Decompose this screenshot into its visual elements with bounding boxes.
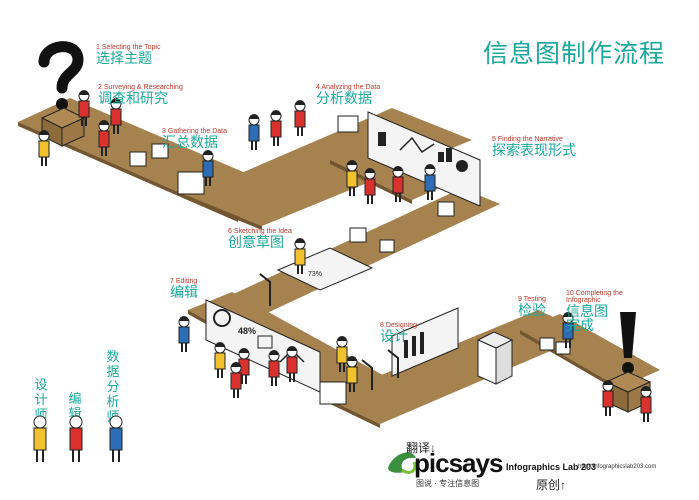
step-en: Testing [523,296,546,303]
step-1-label: 1 Selecting the Topic 选择主题 [96,44,161,66]
step-cn: 创意草图 [228,235,284,251]
person-figure [286,346,298,382]
step-3-label: 3 Gathering the Data 汇总数据 [162,128,227,150]
person-figure [248,114,260,150]
person-figure [202,150,214,186]
step-cn: 汇总数据 [162,135,218,151]
step-number: 10 [566,290,574,297]
floor-segment-6 [326,310,590,424]
server-rack [476,331,514,385]
step-cn: 调查和研究 [98,91,168,107]
step-number: 1 [96,44,100,51]
picsays-brand: picsays [414,448,503,478]
person-figure [214,342,226,378]
analysis-board [367,111,481,207]
person-figure [38,130,50,166]
step-6-label: 6 Sketching the Idea 创意草图 [228,228,292,250]
box-icon [40,107,86,147]
person-figure [562,312,574,348]
step-cn: 信息图完成 [566,304,608,334]
step-number: 9 [518,296,522,303]
person-figure [392,166,404,202]
legend-figure-designer [33,415,47,462]
design-board [391,307,459,377]
person-figure [294,100,306,136]
step-number: 6 [228,228,232,235]
person-figure [346,356,358,392]
step-cn: 编辑 [170,285,198,301]
exclamation-mark-icon [620,312,636,374]
floor-segment-4 [212,188,500,320]
monitors [129,115,571,405]
step-9-label: 9 Testing 检验 [518,296,546,318]
person-figure [110,98,122,134]
step-cn: 设计 [380,329,408,345]
person-figure [178,316,190,352]
picsays-logo-icon [388,452,417,474]
question-mark-icon [38,41,84,110]
person-figure [78,90,90,126]
translate-label: 翻译↓ [406,441,437,455]
step-7-label: 7 Editing 编辑 [170,278,198,300]
floor-segment-2-edge [188,196,262,230]
step-number: 4 [316,84,320,91]
sketch-value: 73% [308,271,322,278]
step-number: 5 [492,136,496,143]
people [38,90,652,422]
step-4-label: 4 Analyzing the Data 分析数据 [316,84,380,106]
legend-figures [33,415,123,462]
legend-figure-analyst [109,415,123,462]
step-en: Sketching the Idea [233,228,292,235]
step-cn: 检验 [518,303,546,319]
person-figure [270,110,282,146]
person-figure [230,362,242,398]
person-figure [294,238,306,274]
step-cn: 分析数据 [316,91,372,107]
person-figure [424,164,436,200]
step-number: 8 [380,322,384,329]
legend-figure-editor [69,415,83,462]
person-figure [346,160,358,196]
step-en: Surveying & Researching [103,84,183,91]
desk-lamp-icon [259,273,399,390]
step-8-label: 8 Designing 设计 [380,322,417,344]
step-en: Completing the Infographic [566,290,623,304]
step-en: Designing [385,322,417,329]
page-title: 信息图制作流程 [483,39,666,68]
step-10-label: 10 Completing the Infographic 信息图完成 [566,290,642,333]
step-5-label: 5 Finding the Narrative 探索表现形式 [492,136,576,158]
original-label: 原创↑ [536,478,567,492]
lab-name: Infographics Lab 203 [506,462,597,472]
step-en: Selecting the Topic [101,44,161,51]
legend-label-analyst: 数据分析师 [106,350,120,425]
lab-url-link[interactable]: http://infographicslab203.com [578,464,657,470]
step-number: 7 [170,278,174,285]
step-en: Gathering the Data [167,128,228,135]
person-figure [98,120,110,156]
person-figure [640,386,652,422]
person-figure [364,168,376,204]
step-en: Finding the Narrative [497,136,563,143]
chart-value: 48% [238,326,256,336]
step-cn: 选择主题 [96,51,152,67]
person-figure [268,350,280,386]
step-en: Editing [175,278,198,285]
person-figure [336,336,348,372]
step-2-label: 2 Surveying & Researching 调查和研究 [98,84,183,106]
step-number: 3 [162,128,166,135]
floor-segment-6-edge [326,398,380,428]
floor-segment-1-edge [18,122,238,222]
step-en: Analyzing the Data [321,84,381,91]
step-cn: 探索表现形式 [492,143,576,159]
step-number: 2 [98,84,102,91]
picsays-tagline: 图说 · 专注信息图 [416,479,480,488]
person-figure [238,348,250,384]
sketch-board: 73% [276,247,374,291]
person-figure [602,380,614,416]
